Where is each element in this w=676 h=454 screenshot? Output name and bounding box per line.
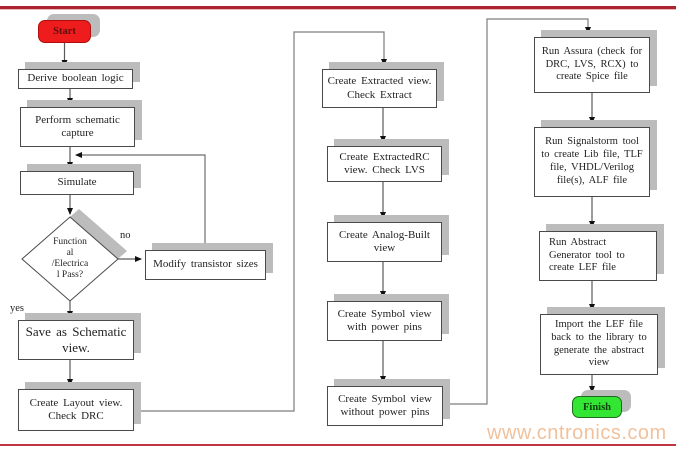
branch-label-yes: yes <box>10 303 24 314</box>
node-create-extractedrc-view-check-lvs: Create ExtractedRC view. Check LVS <box>327 146 442 182</box>
node-finish: Finish <box>572 396 622 418</box>
node-start: Start <box>38 20 91 43</box>
top-red-rule <box>0 6 676 10</box>
node-simulate: Simulate <box>20 171 134 195</box>
branch-label-no: no <box>120 230 131 241</box>
node-create-symbol-view-without-power-pins: Create Symbol view without power pins <box>327 386 443 426</box>
arrow-modify-feedback <box>75 152 206 250</box>
bottom-red-rule <box>0 444 676 446</box>
node-run-abstract-generator: Run Abstract Generator tool to create LE… <box>539 231 657 281</box>
node-save-as-schematic-view: Save as Schematic view. <box>18 320 134 360</box>
node-create-analog-built-view: Create Analog-Built view <box>327 222 442 262</box>
node-decision-functional-electrical-pass: Function al /Electrica l Pass? <box>51 236 89 281</box>
node-derive-boolean-logic: Derive boolean logic <box>18 69 133 89</box>
node-create-symbol-view-with-power-pins: Create Symbol view with power pins <box>327 301 442 341</box>
node-modify-transistor-sizes: Modify transistor sizes <box>145 250 266 280</box>
arrow-layout-to-extracted <box>134 31 387 412</box>
node-run-signalstorm: Run Signalstorm tool to create Lib file,… <box>534 127 650 197</box>
node-import-lef-file: Import the LEF file back to the library … <box>540 314 658 375</box>
node-create-layout-view-check-drc: Create Layout view. Check DRC <box>18 389 134 431</box>
node-perform-schematic-capture: Perform schematic capture <box>20 107 135 147</box>
arrow-symbolwithout-to-assura <box>443 18 591 405</box>
node-run-assura: Run Assura (check for DRC, LVS, RCX) to … <box>534 37 650 93</box>
node-create-extracted-view-check-extract: Create Extracted view. Check Extract <box>322 69 437 108</box>
watermark-cntronics: www.cntronics.com <box>487 422 667 444</box>
